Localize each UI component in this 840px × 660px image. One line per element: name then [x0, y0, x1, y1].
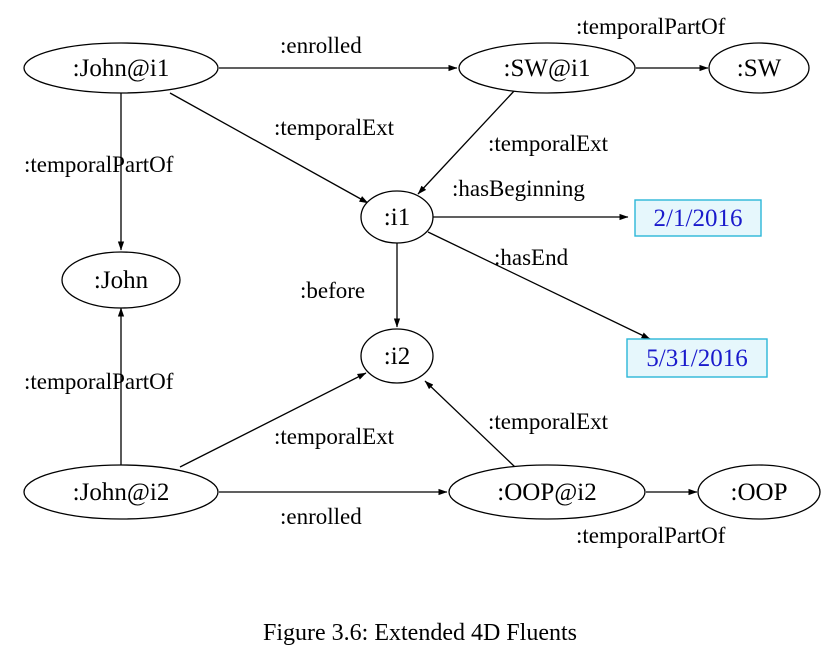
- node-sw-label: :SW: [737, 55, 782, 82]
- node-i2-label: :i2: [384, 343, 410, 370]
- node-john-i1-label: :John@i1: [73, 55, 170, 82]
- label-temporalpartof-john-i1: :temporalPartOf: [24, 152, 174, 177]
- literal-begin-date: 2/1/2016: [634, 199, 762, 237]
- node-john-i2: :John@i2: [23, 464, 219, 520]
- literal-begin-date-value: 2/1/2016: [654, 205, 743, 232]
- node-sw-i1-label: :SW@i1: [504, 55, 591, 82]
- node-john: :John: [61, 251, 181, 309]
- edge-labels: :enrolled :temporalPartOf :temporalExt :…: [24, 14, 726, 548]
- literal-end-date: 5/31/2016: [626, 338, 768, 378]
- node-oop: :OOP: [697, 464, 821, 520]
- node-john-i1: :John@i1: [23, 42, 219, 94]
- label-temporalext-sw-i1: :temporalExt: [488, 131, 609, 156]
- label-enrolled-top: :enrolled: [280, 33, 362, 58]
- label-hasbeginning: :hasBeginning: [452, 176, 585, 201]
- node-john-i2-label: :John@i2: [73, 479, 170, 506]
- edge-temporalext-sw-i1: [417, 89, 516, 195]
- node-sw-i1: :SW@i1: [458, 42, 636, 94]
- edge-hasend: [427, 231, 651, 340]
- label-hasend: :hasEnd: [494, 245, 569, 270]
- node-oop-i2-label: :OOP@i2: [497, 479, 596, 506]
- edges: [117, 64, 709, 496]
- label-temporalext-oop-i2: :temporalExt: [488, 409, 609, 434]
- edge-temporalext-oop-i2: [424, 380, 516, 468]
- label-enrolled-bottom: :enrolled: [280, 504, 362, 529]
- node-sw: :SW: [708, 42, 810, 94]
- node-oop-i2: :OOP@i2: [448, 464, 646, 520]
- edge-temporalext-john-i1: [169, 92, 369, 204]
- label-before: :before: [300, 278, 365, 303]
- node-i1: :i1: [360, 190, 434, 244]
- label-temporalpartof-sw: :temporalPartOf: [576, 14, 726, 39]
- node-oop-label: :OOP: [731, 479, 788, 506]
- literal-end-date-value: 5/31/2016: [646, 345, 747, 372]
- figure-caption: Figure 3.6: Extended 4D Fluents: [263, 620, 577, 646]
- edge-temporalext-john-i2: [179, 372, 367, 468]
- node-john-label: :John: [94, 267, 149, 294]
- label-temporalpartof-oop: :temporalPartOf: [576, 523, 726, 548]
- label-temporalext-john-i2: :temporalExt: [274, 424, 395, 449]
- node-i2: :i2: [360, 328, 434, 384]
- label-temporalext-john-i1: :temporalExt: [274, 115, 395, 140]
- label-temporalpartof-john-i2: :temporalPartOf: [24, 369, 174, 394]
- node-i1-label: :i1: [384, 204, 410, 231]
